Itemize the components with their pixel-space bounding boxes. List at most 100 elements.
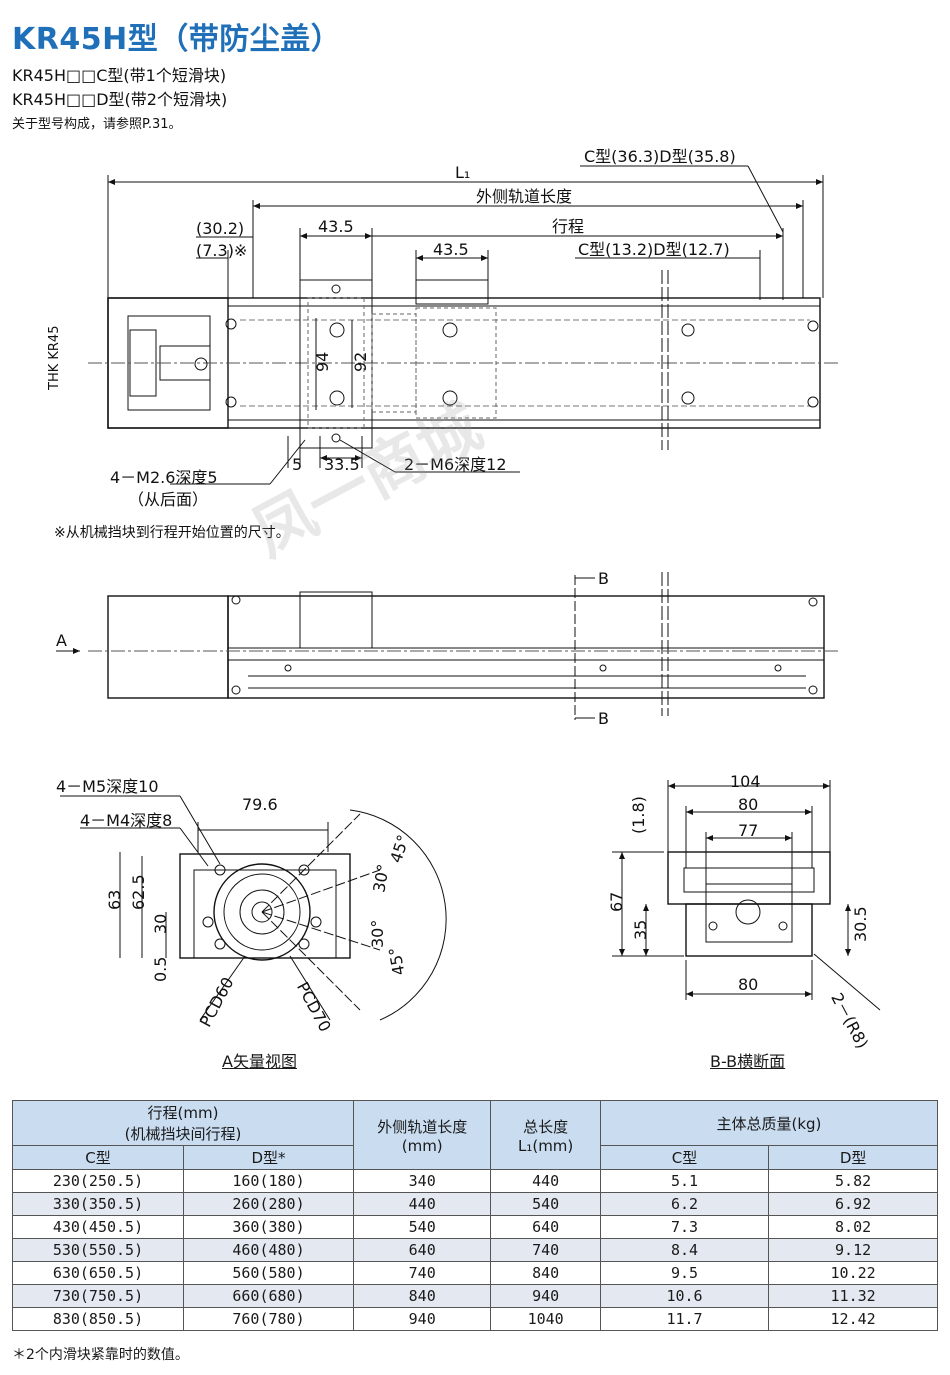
dim-30-2: (30.2) xyxy=(196,219,244,238)
section-b-bottom: B xyxy=(598,709,609,728)
header-stroke-label: 行程(mm) xyxy=(147,1104,219,1122)
table-cell-d: 460(480) xyxy=(182,1238,355,1262)
table-cell-d: 260(280) xyxy=(182,1192,355,1216)
spec-table: 行程(mm) (机械挡块间行程) 外侧轨道长度 (mm) 总长度 L₁(mm) … xyxy=(11,1100,939,1331)
angle-30-bottom: 30° xyxy=(368,920,387,948)
header-stroke-sub: (机械挡块间行程) xyxy=(124,1125,242,1143)
dim-outer-rail: 外侧轨道长度 xyxy=(476,187,572,206)
table-cell-outer: 640 xyxy=(353,1238,492,1262)
callout-m2-6: 4－M2.6深度5 xyxy=(110,468,218,487)
table-cell-outer: 540 xyxy=(353,1215,492,1239)
dim-92: 92 xyxy=(351,352,370,372)
table-cell-mc: 5.1 xyxy=(599,1169,770,1193)
header-outer-rail-label: 外侧轨道长度 xyxy=(377,1117,468,1136)
dim-43-5-a: 43.5 xyxy=(318,217,354,236)
header-mass-d: D型 xyxy=(768,1145,938,1170)
header-stroke-d: D型* xyxy=(182,1145,355,1170)
header-total-label: 总长度 xyxy=(523,1117,569,1136)
arrow-a-label: A xyxy=(56,631,67,650)
callout-m6: 2－M6深度12 xyxy=(404,455,507,474)
header-outer-rail: 外侧轨道长度 (mm) xyxy=(353,1100,492,1170)
table-cell-d: 760(780) xyxy=(182,1307,355,1331)
table-cell-md: 11.32 xyxy=(768,1284,938,1308)
table-cell-total: 540 xyxy=(490,1192,601,1216)
angle-45-bottom: 45° xyxy=(385,946,409,977)
section-view-caption: B-B横断面 xyxy=(710,1052,786,1071)
table-cell-mc: 10.6 xyxy=(599,1284,770,1308)
table-cell-c: 730(750.5) xyxy=(12,1284,184,1308)
end-view-caption: A矢量视图 xyxy=(222,1052,297,1071)
model-line-c: KR45H□□C型(带1个短滑块) xyxy=(12,66,227,85)
dim-43-5-b: 43.5 xyxy=(433,240,469,259)
dim-7-3: (7.3)※ xyxy=(196,241,247,260)
callout-m2-6-back: （从后面） xyxy=(128,490,208,509)
table-cell-d: 360(380) xyxy=(182,1215,355,1239)
table-cell-outer: 340 xyxy=(353,1169,492,1193)
dim-r8: 2－(R8) xyxy=(827,990,872,1052)
table-cell-md: 12.42 xyxy=(768,1307,938,1331)
angle-30-top: 30° xyxy=(369,863,393,894)
table-cell-mc: 11.7 xyxy=(599,1307,770,1331)
dim-79-6: 79.6 xyxy=(242,795,278,814)
technical-drawing: THK KR45 C型(36.3)D型(35.8) L₁ 外侧轨道长度 (30.… xyxy=(47,147,881,1052)
table-cell-outer: 940 xyxy=(353,1307,492,1331)
header-total-unit: L₁(mm) xyxy=(517,1136,574,1155)
dim-l1: L₁ xyxy=(455,163,470,182)
top-view-footnote: ※从机械挡块到行程开始位置的尺寸。 xyxy=(54,525,290,541)
dim-stroke: 行程 xyxy=(552,217,584,236)
dim-30: 30 xyxy=(151,914,170,934)
table-cell-outer: 740 xyxy=(353,1261,492,1285)
table-cell-c: 230(250.5) xyxy=(12,1169,184,1193)
table-cell-total: 1040 xyxy=(490,1307,601,1331)
dim-cd-start: C型(13.2)D型(12.7) xyxy=(578,240,730,259)
pcd70-label: PCD70 xyxy=(293,979,335,1035)
table-cell-mc: 7.3 xyxy=(599,1215,770,1239)
dim-94: 94 xyxy=(313,352,332,372)
dim-80-top: 80 xyxy=(738,795,758,814)
table-cell-md: 6.92 xyxy=(768,1192,938,1216)
logo: THK KR45 xyxy=(47,326,62,391)
dim-0-5: 0.5 xyxy=(151,957,170,982)
table-cell-outer: 440 xyxy=(353,1192,492,1216)
table-cell-total: 940 xyxy=(490,1284,601,1308)
dim-77: 77 xyxy=(738,821,758,840)
table-cell-mc: 8.4 xyxy=(599,1238,770,1262)
table-footnote: ＊2个内滑块紧靠时的数值。 xyxy=(12,1347,189,1363)
callout-m5: 4－M5深度10 xyxy=(56,777,159,796)
dim-5: 5 xyxy=(292,455,302,474)
table-cell-c: 330(350.5) xyxy=(12,1192,184,1216)
table-cell-mc: 6.2 xyxy=(599,1192,770,1216)
header-mass-c: C型 xyxy=(599,1145,770,1170)
dim-30-5: 30.5 xyxy=(851,906,870,942)
angle-45-top: 45° xyxy=(386,832,413,865)
header-outer-rail-unit: (mm) xyxy=(401,1136,443,1155)
dim-63: 63 xyxy=(105,890,124,910)
table-cell-md: 8.02 xyxy=(768,1215,938,1239)
table-cell-total: 840 xyxy=(490,1261,601,1285)
dim-104: 104 xyxy=(730,772,761,791)
table-cell-md: 10.22 xyxy=(768,1261,938,1285)
callout-m4: 4－M4深度8 xyxy=(80,811,172,830)
reference-note: 关于型号构成，请参照P.31。 xyxy=(12,117,182,132)
table-cell-md: 5.82 xyxy=(768,1169,938,1193)
model-line-d: KR45H□□D型(带2个短滑块) xyxy=(12,90,228,109)
table-cell-total: 740 xyxy=(490,1238,601,1262)
table-cell-d: 560(580) xyxy=(182,1261,355,1285)
section-b-top: B xyxy=(598,569,609,588)
header-mass: 主体总质量(kg) xyxy=(599,1100,939,1146)
dim-80-bottom: 80 xyxy=(738,975,758,994)
pcd60-label: PCD60 xyxy=(196,974,238,1030)
dim-35: 35 xyxy=(631,920,650,940)
table-cell-c: 530(550.5) xyxy=(12,1238,184,1262)
table-cell-d: 660(680) xyxy=(182,1284,355,1308)
table-cell-md: 9.12 xyxy=(768,1238,938,1262)
dim-67: 67 xyxy=(607,892,626,912)
dim-1-8: (1.8) xyxy=(629,796,648,834)
table-cell-mc: 9.5 xyxy=(599,1261,770,1285)
dim-62-5: 62.5 xyxy=(129,874,148,910)
